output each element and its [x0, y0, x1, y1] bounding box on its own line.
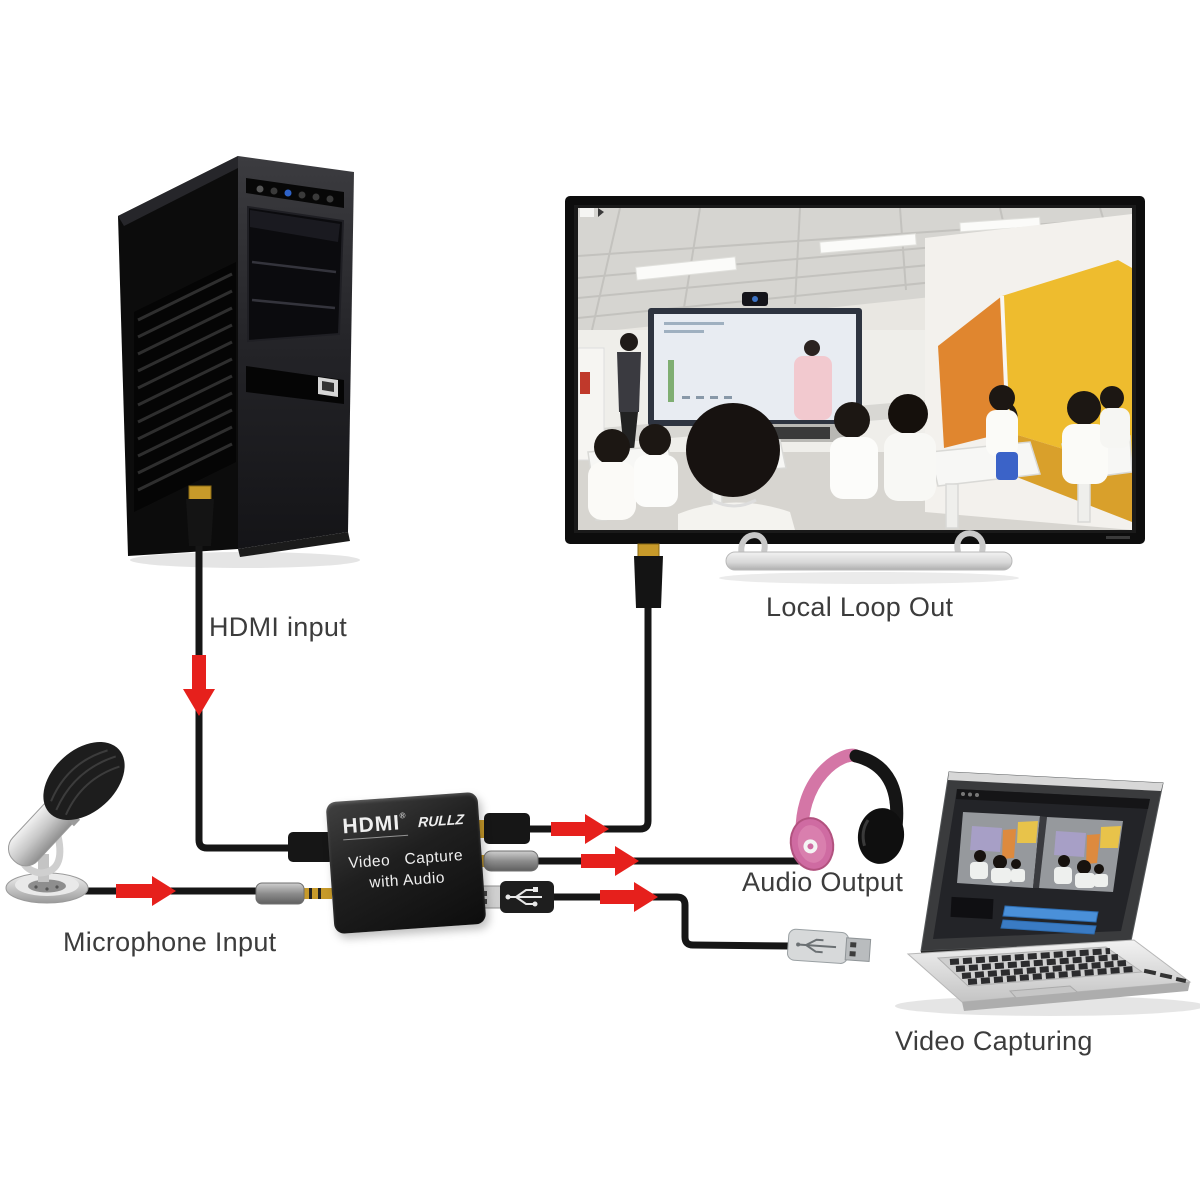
usb-trident-icon [508, 889, 542, 905]
timeline [950, 896, 1099, 935]
arrow-right-mic-icon [116, 876, 176, 906]
brand-rullz: RULLZ [417, 810, 465, 831]
tv-stand-bar [725, 551, 1013, 571]
pc-io-strip [246, 178, 344, 208]
pc-shadow [130, 552, 360, 568]
laptop-usb-plug [787, 928, 872, 964]
tv-stand-leg [954, 530, 986, 553]
laptop-side-ports [1143, 968, 1187, 983]
ear-cup-right [857, 808, 905, 864]
device-brand-row: HDMI® RULLZ [327, 807, 480, 842]
screen-corner-tag [580, 208, 594, 217]
mic-audio-jack [255, 882, 332, 905]
tv-stand-leg [738, 532, 768, 557]
foreground-student [678, 403, 795, 530]
ear-cup-left [789, 817, 835, 871]
tv-hdmi-connector [634, 543, 663, 608]
pc-tower [118, 156, 360, 568]
pc-base-trim [238, 532, 350, 557]
label-local-loop-out: Local Loop Out [766, 592, 954, 622]
tv-screen-scene [578, 208, 1132, 530]
mic-pole [38, 854, 49, 882]
hdmi-input-cable [195, 545, 288, 852]
pc-vent-grille [134, 262, 236, 512]
tv-brand-mark [1106, 536, 1130, 539]
hdmi-logo: HDMI® [341, 810, 408, 841]
video-preview-1 [957, 812, 1040, 888]
pc-mid-band [246, 366, 344, 404]
microphone [5, 742, 125, 904]
capture-device: HDMI® RULLZ Video Capture with Audio [325, 791, 487, 935]
arrow-right-usb-icon [600, 882, 658, 912]
mural-yellow [1002, 260, 1132, 470]
pc-io-ports [256, 185, 334, 203]
classroom-students [588, 385, 1130, 520]
tv-stand [719, 530, 1019, 584]
mural-orange [938, 296, 1008, 448]
usb-cable [554, 893, 791, 950]
label-audio-output: Audio Output [742, 867, 904, 897]
arrow-right-hdmi-icon [551, 814, 609, 844]
arrow-right-audio-icon [581, 846, 639, 876]
label-microphone-input: Microphone Input [63, 927, 277, 957]
laptop [895, 771, 1200, 1016]
label-hdmi-input: HDMI input [209, 612, 348, 642]
video-preview-2 [1039, 817, 1123, 892]
ceiling-light [959, 216, 1041, 233]
app-toolbar [956, 789, 1150, 809]
ceiling-light [635, 256, 738, 281]
standing-teacher [617, 333, 641, 450]
ceiling-light [819, 233, 917, 254]
tv [565, 196, 1145, 544]
pc-hdmi-connector [186, 485, 214, 546]
usb-out-connector [473, 881, 554, 913]
hdmi-loop-cable [528, 604, 652, 833]
label-video-capturing: Video Capturing [895, 1026, 1093, 1056]
onscreen-teacher [804, 340, 820, 356]
blue-bag [996, 452, 1018, 480]
headphones [789, 748, 905, 871]
arrow-down-icon [183, 655, 215, 716]
